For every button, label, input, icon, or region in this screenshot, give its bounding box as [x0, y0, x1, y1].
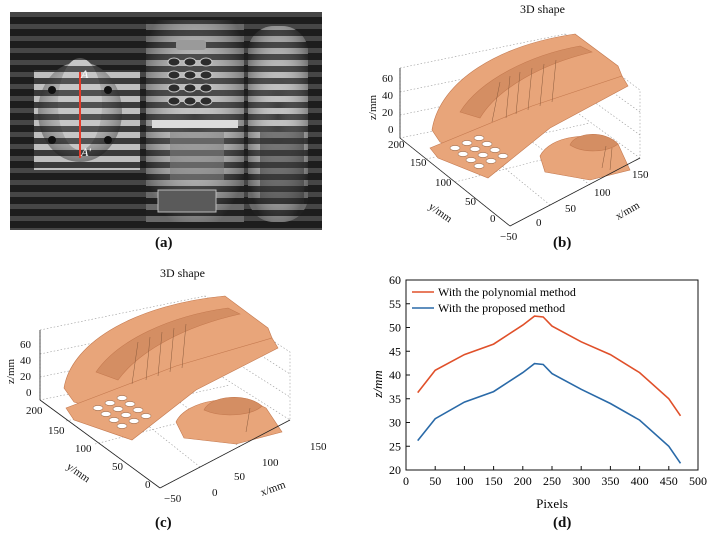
- marker-top-label: A: [81, 67, 89, 81]
- z-tick-40: 40: [382, 90, 394, 102]
- y-tick-label: 40: [389, 368, 401, 382]
- y-tick-50: 50: [465, 196, 477, 208]
- legend-label-2: With the proposed method: [438, 301, 565, 315]
- z-tick-0: 0: [388, 124, 394, 136]
- legend-label-1: With the polynomial method: [438, 285, 576, 299]
- x-tick-label: 200: [514, 474, 532, 488]
- keypad: [167, 57, 213, 106]
- x-tick-label: 0: [403, 474, 409, 488]
- x-tick-0: 0: [536, 217, 542, 229]
- y-tick-100: 100: [75, 443, 92, 455]
- x-tick-100: 100: [594, 187, 611, 199]
- z-tick-60: 60: [382, 73, 394, 85]
- y-tick-100: 100: [435, 177, 452, 189]
- y-tick-label: 25: [389, 439, 401, 453]
- x-axis-label: Pixels: [536, 496, 568, 511]
- x-axis-label: x/mm: [614, 199, 643, 222]
- panel-b: 60 40 20 0 200 150 100 50 0 −50 0 50 100…: [360, 20, 705, 245]
- x-tick-0: 0: [212, 487, 218, 499]
- y-tick-0: 0: [145, 479, 151, 491]
- caption-b: (b): [553, 235, 572, 251]
- x-tick-label: 250: [543, 474, 561, 488]
- panel-c: 60 40 20 0 200 150 100 50 0 −50 0 50 100…: [0, 282, 345, 507]
- y-tick-label: 35: [389, 392, 401, 406]
- surface-plot-b: 60 40 20 0 200 150 100 50 0 −50 0 50 100…: [367, 33, 649, 243]
- panel-a: A A': [10, 12, 322, 230]
- y-tick-label: 30: [389, 416, 401, 430]
- y-tick-200: 200: [388, 139, 405, 151]
- y-tick-50: 50: [112, 461, 124, 473]
- caption-a: (a): [155, 235, 173, 251]
- y-tick-0: 0: [490, 213, 496, 225]
- panel-c-title: 3D shape: [160, 266, 205, 280]
- y-tick-label: 55: [389, 297, 401, 311]
- surface-plot-c: 60 40 20 0 200 150 100 50 0 −50 0 50 100…: [5, 295, 327, 505]
- x-tick-150: 150: [632, 169, 649, 181]
- y-tick-neg50: −50: [500, 231, 518, 243]
- y-axis-label: z/mm: [370, 370, 385, 398]
- x-tick-label: 50: [429, 474, 441, 488]
- x-tick-label: 450: [660, 474, 678, 488]
- y-tick-neg50: −50: [164, 493, 182, 505]
- y-tick-label: 60: [389, 273, 401, 287]
- z-tick-0: 0: [26, 387, 32, 399]
- z-tick-60: 60: [20, 339, 32, 351]
- panel-b-title: 3D shape: [520, 2, 565, 16]
- x-tick-50: 50: [234, 471, 246, 483]
- y-tick-200: 200: [26, 405, 43, 417]
- x-tick-label: 150: [485, 474, 503, 488]
- series-line-2: [417, 362, 682, 464]
- y-tick-label: 45: [389, 344, 401, 358]
- z-axis-label: z/mm: [5, 359, 17, 384]
- z-tick-20: 20: [20, 371, 32, 383]
- panel-d: 0 50 100 150 200 250 300 350 400 450 500 20 25 30 35 40…: [362, 272, 707, 512]
- y-axis-label: y/mm: [64, 461, 92, 486]
- line-chart: 0 50 100 150 200 250 300 350 400 450 500 20 25 30 35 40…: [370, 273, 707, 511]
- z-axis-label: z/mm: [367, 95, 379, 120]
- x-tick-label: 400: [631, 474, 649, 488]
- z-tick-20: 20: [382, 107, 394, 119]
- x-tick-label: 100: [455, 474, 473, 488]
- fringe-photo: [10, 12, 322, 230]
- marker-bottom-label: A': [81, 145, 91, 159]
- z-tick-40: 40: [20, 355, 32, 367]
- caption-c: (c): [155, 515, 172, 531]
- x-tick-100: 100: [262, 457, 279, 469]
- y-tick-label: 20: [389, 463, 401, 477]
- x-tick-150: 150: [310, 441, 327, 453]
- x-tick-label: 300: [572, 474, 590, 488]
- x-axis-label: x/mm: [259, 479, 288, 499]
- x-tick-label: 500: [689, 474, 707, 488]
- y-axis-label: y/mm: [426, 201, 454, 226]
- caption-d: (d): [553, 515, 572, 531]
- y-tick-label: 50: [389, 321, 401, 335]
- x-tick-label: 350: [601, 474, 619, 488]
- series-line-1: [417, 315, 682, 417]
- x-tick-50: 50: [565, 203, 577, 215]
- y-tick-150: 150: [48, 425, 65, 437]
- y-tick-150: 150: [410, 157, 427, 169]
